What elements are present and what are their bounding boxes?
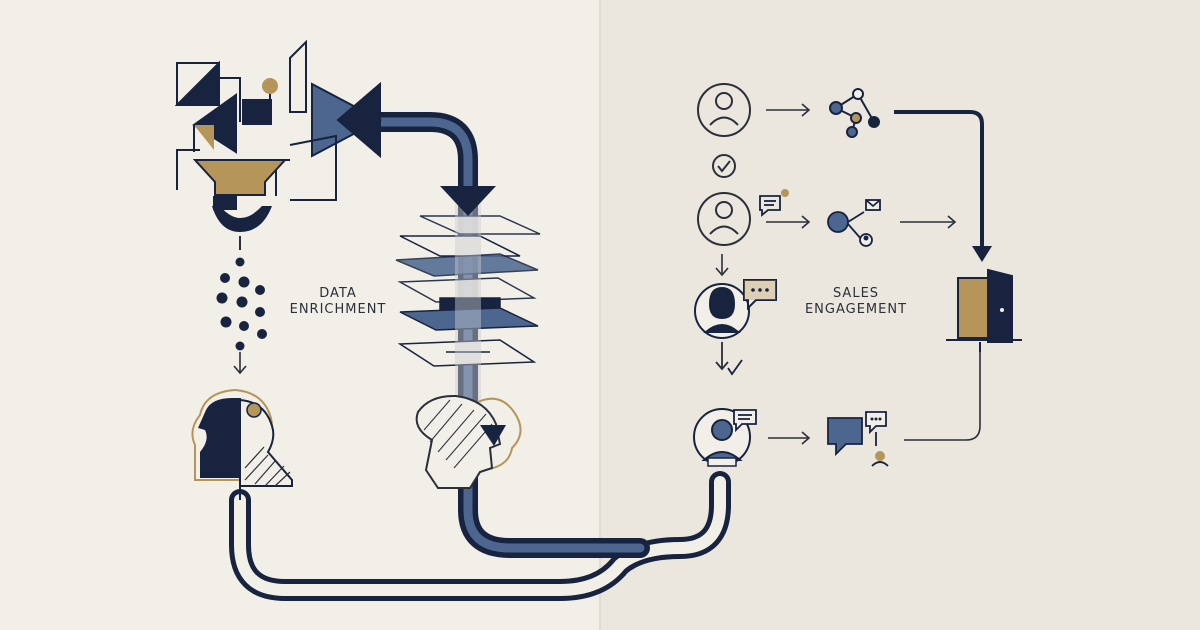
funnel-icon bbox=[192, 159, 288, 250]
contact-hub-icon bbox=[827, 199, 881, 247]
network-icon bbox=[829, 88, 880, 138]
flow-connector bbox=[894, 110, 992, 262]
user-icon bbox=[697, 83, 751, 137]
chat-bubble-icon bbox=[759, 189, 789, 217]
data-enrichment-line2: ENRICHMENT bbox=[289, 302, 387, 317]
data-dots bbox=[216, 257, 267, 351]
sales-engagement-line1: SALES bbox=[832, 286, 880, 301]
user-icon bbox=[697, 192, 751, 246]
head-profile-icon bbox=[191, 388, 293, 500]
pipe-loop bbox=[229, 112, 731, 601]
pipe-inner-core bbox=[375, 117, 645, 553]
door-icon bbox=[946, 268, 1022, 352]
flow-connector bbox=[904, 352, 981, 441]
arrow-right-icon bbox=[900, 215, 957, 229]
geometric-shapes-icon bbox=[174, 39, 383, 201]
sales-engagement-label: SALES ENGAGEMENT bbox=[794, 286, 918, 318]
arrow-right-icon bbox=[768, 431, 811, 445]
arrow-down-icon bbox=[440, 186, 496, 216]
arrow-right-icon bbox=[766, 103, 811, 117]
chat-bubble-icon bbox=[827, 411, 889, 467]
arrow-down-icon bbox=[233, 352, 247, 375]
checkmark-icon bbox=[715, 342, 743, 376]
layered-planes-icon bbox=[395, 200, 541, 420]
arrow-right-icon bbox=[766, 215, 811, 229]
data-enrichment-label: DATA ENRICHMENT bbox=[282, 286, 394, 318]
chat-bubble-icon bbox=[743, 279, 777, 311]
chat-bubble-icon bbox=[733, 409, 757, 433]
data-enrichment-line1: DATA bbox=[319, 286, 357, 301]
pipe-outer-inner bbox=[234, 476, 726, 596]
sales-engagement-line2: ENGAGEMENT bbox=[804, 302, 908, 317]
user-icon bbox=[694, 283, 750, 339]
arrow-down-icon bbox=[715, 254, 729, 277]
checkmark-icon bbox=[712, 154, 736, 178]
head-profile-icon bbox=[415, 394, 522, 489]
